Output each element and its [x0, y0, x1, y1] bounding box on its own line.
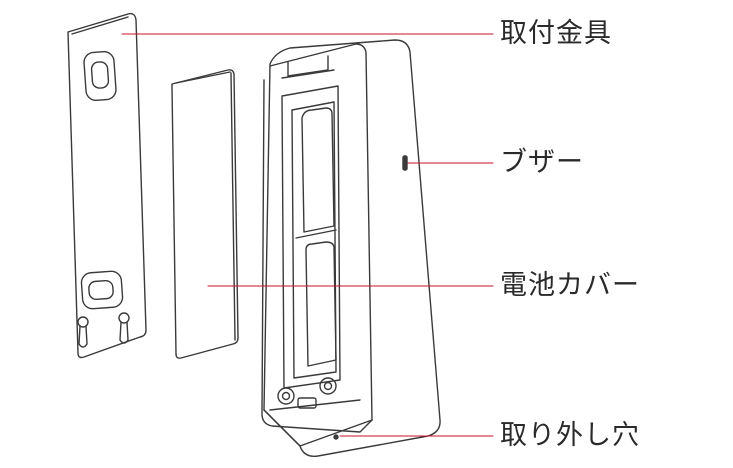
- mount-bracket-part: [67, 12, 147, 359]
- battery-cover-part: [171, 69, 239, 359]
- label-battery-cover: 電池カバー: [500, 270, 640, 301]
- label-buzzer: ブザー: [500, 147, 584, 178]
- leader-lines: [121, 33, 494, 437]
- label-removal-hole: 取り外し穴: [500, 420, 640, 451]
- doorbell-body-part: [261, 39, 441, 457]
- label-mount-bracket: 取付金具: [500, 18, 612, 49]
